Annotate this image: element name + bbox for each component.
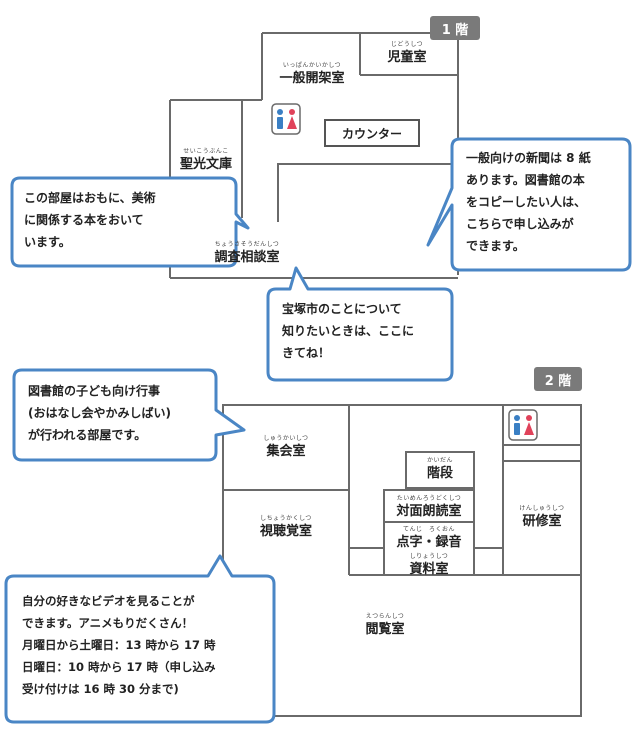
room-meeting: しゅうかいしつ 集会室	[263, 435, 309, 459]
room-general-collection: いっぱんかいかしつ 一般開架室	[279, 62, 345, 86]
room-audiovisual: しちょうかくしつ 視聴覚室	[259, 515, 312, 539]
room-training: けんしゅうしつ 研修室	[519, 505, 565, 529]
room-consultation: ちょうさそうだんしつ 調査相談室	[214, 241, 280, 265]
bubble-seiko	[10, 176, 250, 268]
restroom-icon-f2	[508, 409, 538, 441]
bubble-events	[12, 368, 246, 462]
room-seiko-library: せいこうぶんこ 聖光文庫	[179, 148, 232, 172]
floor-1-badge: 1 階	[430, 16, 480, 40]
room-reading: えつらんしつ 閲覧室	[365, 613, 405, 637]
note-audiovisual: 自分の好きなビデオを見ることが できます。アニメもりだくさん！ 月曜日から土曜日…	[22, 594, 216, 696]
bubble-av	[4, 554, 276, 724]
note-consultation: 宝塚市のことについて 知りたいときは、ここに きてね！	[282, 302, 415, 360]
note-events: 図書館の子ども向け行事 (おはなし会やかみしばい) が行われる部屋です。	[28, 384, 171, 442]
restroom-icon-f1	[271, 103, 301, 135]
bubble-newspaper	[426, 137, 632, 272]
room-braille-recording: てんじ ろくおん 点字・録音	[396, 526, 462, 550]
note-newspaper: 一般向けの新聞は 8 紙 あります。図書館の本 をコピーしたい人は、 こちらで申…	[466, 151, 591, 253]
counter-desk: カウンター	[324, 119, 420, 147]
room-materials: しりょうしつ 資料室	[409, 553, 449, 577]
floor-2-badge: 2 階	[534, 367, 582, 391]
room-stairs: かいだん 階段	[426, 457, 453, 481]
room-reading-aloud: たいめんろうどくしつ 対面朗読室	[396, 495, 462, 519]
note-seiko: この部屋はおもに、美術 に関係する本をおいて います。	[24, 191, 156, 249]
bubble-consult	[266, 266, 454, 382]
room-children: じどうしつ 児童室	[387, 41, 427, 65]
